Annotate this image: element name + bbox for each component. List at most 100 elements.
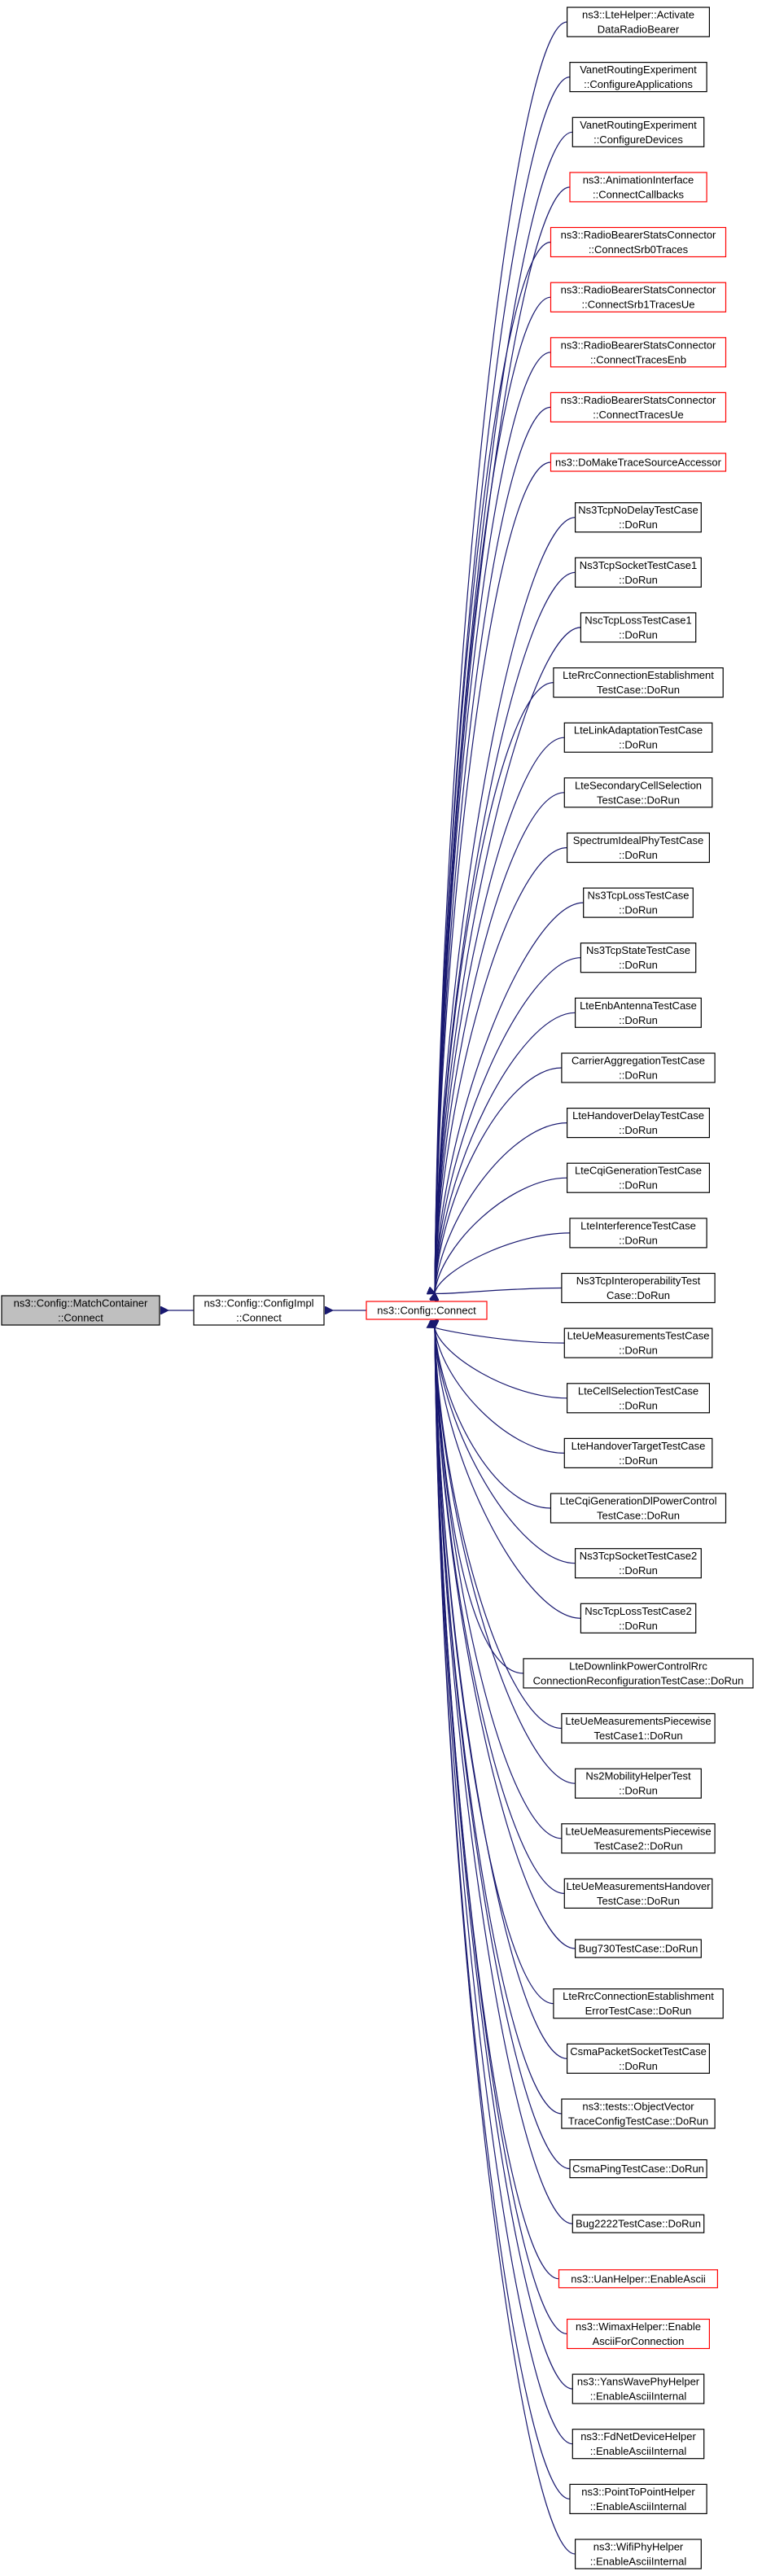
caller-ns3-yanswavephyhelper-enableasciiinternal[interactable]: ns3::YansWavePhyHelper::EnableAsciiInter… (572, 2373, 705, 2404)
node-box (563, 1878, 713, 1909)
edge-caller-39 (435, 1327, 571, 2170)
caller-ltelinkadaptationtestcase-dorun[interactable]: LteLinkAdaptationTestCase::DoRun (563, 722, 713, 753)
caller-ns3-animationinterface-connectcallbacks[interactable]: ns3::AnimationInterface::ConnectCallback… (569, 172, 707, 203)
node-label-line: Ns3TcpSocketTestCase2 (580, 1550, 698, 1562)
caller-nsctcplosstestcase1-dorun[interactable]: NscTcpLossTestCase1::DoRun (580, 612, 697, 643)
caller-bug2222testcase-dorun[interactable]: Bug2222TestCase::DoRun (572, 2214, 705, 2233)
edge-caller-23 (435, 1288, 562, 1294)
node-label-line: ns3::AnimationInterface (583, 173, 694, 186)
caller-carrieraggregationtestcase-dorun[interactable]: CarrierAggregationTestCase::DoRun (561, 1052, 716, 1083)
edges (168, 21, 584, 2555)
node-config-connect[interactable]: ns3::Config::Connect (366, 1301, 488, 1320)
node-box (574, 997, 702, 1028)
node-box (561, 1823, 716, 1854)
node-label-line: ::DoRun (619, 574, 658, 586)
nodes: ns3::Config::MatchContainer::Connectns3:… (1, 7, 754, 2569)
edge-caller-19 (435, 1067, 562, 1293)
node-box (1, 1295, 160, 1326)
node-label-line: ::Connect (236, 1312, 282, 1324)
caller-lteuemeasurementspiecewise-testcase1-dorun[interactable]: LteUeMeasurementsPiecewiseTestCase1::DoR… (561, 1712, 716, 1744)
node-label-line: CsmaPacketSocketTestCase (570, 2045, 707, 2058)
caller-ns3-wifiphyhelper-enableasciiinternal[interactable]: ns3::WifiPhyHelper::EnableAsciiInternal (574, 2539, 702, 2569)
caller-vanetroutingexperiment-configureapplications[interactable]: VanetRoutingExperiment::ConfigureApplica… (569, 61, 707, 93)
node-box (563, 722, 713, 753)
caller-ns3-tests-objectvector-traceconfigtestcase-dorun[interactable]: ns3::tests::ObjectVectorTraceConfigTestC… (561, 2098, 716, 2129)
caller-bug730testcase-dorun[interactable]: Bug730TestCase::DoRun (574, 1939, 702, 1958)
node-label-line: ::DoRun (619, 1399, 658, 1411)
node-label-line: ConnectionReconfigurationTestCase::DoRun (533, 1674, 744, 1686)
caller-lteenbantennatestcase-dorun[interactable]: LteEnbAntennaTestCase::DoRun (574, 997, 702, 1028)
caller-ns3-wimaxhelper-enable-asciiforconnection[interactable]: ns3::WimaxHelper::EnableAsciiForConnecti… (566, 2318, 710, 2350)
edge-caller-41 (435, 1327, 559, 2280)
caller-csmapacketsockettestcase-dorun[interactable]: CsmaPacketSocketTestCase::DoRun (566, 2043, 710, 2074)
node-label-line: ns3::WimaxHelper::Enable (576, 2320, 701, 2333)
edge-caller-18 (435, 1012, 576, 1293)
caller-lteuemeasurementspiecewise-testcase2-dorun[interactable]: LteUeMeasurementsPiecewiseTestCase2::DoR… (561, 1823, 716, 1854)
caller-ns3tcpsockettestcase1-dorun[interactable]: Ns3TcpSocketTestCase1::DoRun (574, 557, 702, 588)
node-label-line: Ns3TcpSocketTestCase1 (580, 559, 698, 571)
caller-lteinterferencetestcase-dorun[interactable]: LteInterferenceTestCase::DoRun (569, 1218, 707, 1249)
node-box (550, 226, 727, 258)
caller-nsctcplosstestcase2-dorun[interactable]: NscTcpLossTestCase2::DoRun (580, 1603, 697, 1634)
caller-ns3-radiobearerstatsconnector-connecttracesenb[interactable]: ns3::RadioBearerStatsConnector::ConnectT… (550, 337, 727, 368)
node-label-line: TestCase::DoRun (597, 1510, 680, 1522)
caller-ns3-fdnetdevicehelper-enableasciiinternal[interactable]: ns3::FdNetDeviceHelper::EnableAsciiInter… (572, 2429, 705, 2460)
caller-csmapingtestcase-dorun[interactable]: CsmaPingTestCase::DoRun (569, 2159, 707, 2179)
node-label-line: ::EnableAsciiInternal (590, 2445, 687, 2457)
node-label-line: ::ConnectCallbacks (593, 188, 684, 200)
caller-ns3-radiobearerstatsconnector-connecttracesue[interactable]: ns3::RadioBearerStatsConnector::ConnectT… (550, 391, 727, 422)
node-label-line: LteRrcConnectionEstablishment (563, 669, 714, 681)
caller-ns3tcpnodelaytestcase-dorun[interactable]: Ns3TcpNoDelayTestCase::DoRun (574, 502, 702, 533)
caller-ns3-radiobearerstatsconnector-connectsrb1tracesue[interactable]: ns3::RadioBearerStatsConnector::ConnectS… (550, 282, 727, 313)
node-label-line: Ns3TcpNoDelayTestCase (578, 504, 698, 516)
caller-ns3-radiobearerstatsconnector-connectsrb0traces[interactable]: ns3::RadioBearerStatsConnector::ConnectS… (550, 226, 727, 258)
node-label-line: ns3::RadioBearerStatsConnector (561, 339, 716, 351)
node-label-line: LteUeMeasurementsPiecewise (565, 1715, 711, 1727)
caller-ltehandoverdelaytestcase-dorun[interactable]: LteHandoverDelayTestCase::DoRun (566, 1107, 710, 1139)
caller-ns3tcpsockettestcase2-dorun[interactable]: Ns3TcpSocketTestCase2::DoRun (574, 1548, 702, 1579)
caller-vanetroutingexperiment-configuredevices[interactable]: VanetRoutingExperiment::ConfigureDevices (572, 116, 705, 147)
caller-ns3tcpstatetestcase-dorun[interactable]: Ns3TcpStateTestCase::DoRun (580, 942, 697, 973)
node-label-line: ::Connect (58, 1312, 103, 1324)
node-label-line: ns3::FdNetDeviceHelper (580, 2430, 696, 2443)
node-label-line: ::DoRun (619, 1620, 658, 1632)
node-label-line: Ns2MobilityHelperTest (585, 1770, 691, 1782)
edge-caller-32 (435, 1327, 576, 1784)
node-label-line: TestCase::DoRun (597, 684, 680, 696)
node-label-line: LteDownlinkPowerControlRrc (569, 1660, 707, 1672)
node-box (580, 1603, 697, 1634)
caller-ltecqigenerationtestcase-dorun[interactable]: LteCqiGenerationTestCase::DoRun (566, 1162, 710, 1193)
node-config-impl-connect[interactable]: ns3::Config::ConfigImpl::Connect (193, 1295, 325, 1326)
caller-ltecellselectiontestcase-dorun[interactable]: LteCellSelectionTestCase::DoRun (566, 1383, 710, 1414)
caller-ns3-pointtopointhelper-enableasciiinternal[interactable]: ns3::PointToPointHelper::EnableAsciiInte… (569, 2483, 707, 2514)
node-label-line: ::ConnectSrb1TracesUe (582, 299, 695, 311)
caller-ns3tcplosstestcase-dorun[interactable]: Ns3TcpLossTestCase::DoRun (583, 887, 694, 918)
edge-caller-15 (435, 846, 567, 1294)
edge-caller-28 (435, 1327, 576, 1564)
node-box (572, 116, 705, 147)
caller-ns3-uanhelper-enableascii[interactable]: ns3::UanHelper::EnableAscii (558, 2269, 718, 2289)
edge-caller-24 (435, 1327, 565, 1344)
node-root-match-container-connect[interactable]: ns3::Config::MatchContainer::Connect (1, 1295, 160, 1326)
caller-ns3-domaketracesourceaccessor[interactable]: ns3::DoMakeTraceSourceAccessor (550, 453, 727, 472)
caller-lterrcconnectionestablishment-errortestcase-dorun[interactable]: LteRrcConnectionEstablishmentErrorTestCa… (553, 1988, 724, 2019)
caller-lterrcconnectionestablishment-testcase-dorun[interactable]: LteRrcConnectionEstablishmentTestCase::D… (553, 667, 724, 698)
node-label-line: ::DoRun (619, 1069, 658, 1082)
node-label-line: Ns3TcpInteroperabilityTest (576, 1275, 701, 1287)
edge-caller-31 (435, 1327, 562, 1730)
caller-ltehandovertargettestcase-dorun[interactable]: LteHandoverTargetTestCase::DoRun (563, 1437, 713, 1469)
node-box (366, 1301, 488, 1320)
caller-ns2mobilityhelpertest-dorun[interactable]: Ns2MobilityHelperTest::DoRun (574, 1768, 702, 1799)
node-box (569, 61, 707, 93)
node-box (561, 1272, 716, 1304)
caller-ltedownlinkpowercontrolrrc-connectionreconfigurationtestcase-dorun[interactable]: LteDownlinkPowerControlRrcConnectionReco… (523, 1658, 754, 1689)
caller-ltecqigenerationdlpowercontrol-testcase-dorun[interactable]: LteCqiGenerationDlPowerControlTestCase::… (550, 1493, 727, 1524)
node-box (580, 942, 697, 973)
caller-lteuemeasurementstestcase-dorun[interactable]: LteUeMeasurementsTestCase::DoRun (563, 1327, 713, 1358)
node-label-line: VanetRoutingExperiment (580, 63, 697, 76)
caller-spectrumidealphytestcase-dorun[interactable]: SpectrumIdealPhyTestCase::DoRun (566, 832, 710, 864)
